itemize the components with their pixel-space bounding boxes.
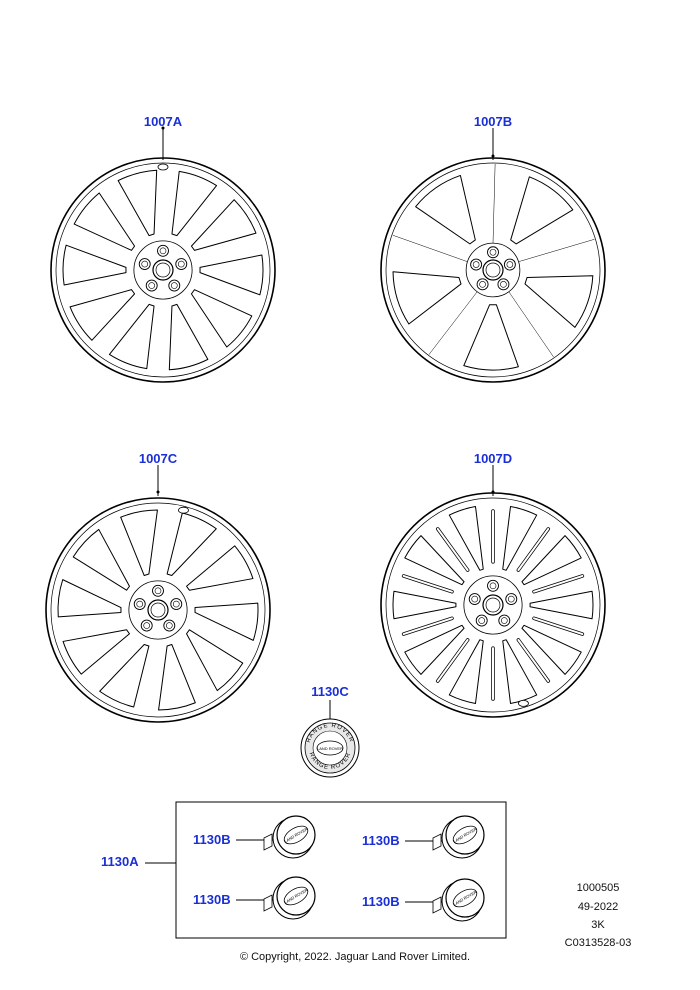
badge-logo-text: LAND ROVER — [317, 746, 343, 751]
info-block: 1000505 49-2022 3K C0313528-03 — [565, 882, 632, 949]
cap-1130b-4[interactable]: 1130B LAND ROVER — [362, 878, 485, 922]
centre-caps: 1130B LAND ROVER 1130B LAND ROVER 1130B … — [193, 815, 485, 922]
copyright-notice: © Copyright, 2022. Jaguar Land Rover Lim… — [240, 951, 470, 963]
badge-1130c[interactable]: 1130C RANGE ROVER RANGE ROVER LAND ROVER — [300, 684, 360, 778]
cap-set-1130a[interactable]: 1130A — [101, 801, 507, 939]
cap-1130b-3[interactable]: 1130B LAND ROVER — [193, 876, 316, 920]
wheel-1007c[interactable]: 1007C — [45, 451, 271, 723]
cap-set-frame — [175, 801, 507, 939]
wheel-1007b[interactable]: 1007B — [380, 114, 606, 383]
callout-1007a[interactable]: 1007A — [144, 114, 183, 129]
wheel-1007d[interactable]: 1007D — [380, 451, 606, 718]
callout-1130b-3[interactable]: 1130B — [193, 892, 231, 907]
wheel-1007d-drawing — [380, 492, 606, 718]
callout-1130b-2[interactable]: 1130B — [362, 833, 400, 848]
wheel-1007a[interactable]: 1007A — [50, 114, 276, 383]
info-line-3: 3K — [591, 919, 605, 931]
callout-1007d[interactable]: 1007D — [474, 451, 512, 466]
cap-1130b-2[interactable]: 1130B LAND ROVER — [362, 815, 485, 859]
callout-1007b[interactable]: 1007B — [474, 114, 512, 129]
callout-1130b-4[interactable]: 1130B — [362, 894, 400, 909]
callout-1130a[interactable]: 1130A — [101, 854, 139, 869]
callout-1130b-1[interactable]: 1130B — [193, 832, 231, 847]
info-line-1: 1000505 — [577, 882, 620, 894]
info-line-4: C0313528-03 — [565, 937, 632, 949]
wheel-1007a-drawing — [50, 157, 276, 383]
callout-1130c[interactable]: 1130C — [311, 684, 349, 699]
callout-1007c[interactable]: 1007C — [139, 451, 178, 466]
wheel-1007b-drawing — [380, 157, 606, 383]
wheel-1007c-drawing — [45, 497, 271, 723]
land-rover-oval-icon — [316, 740, 344, 756]
cap-1130b-1[interactable]: 1130B LAND ROVER — [193, 815, 316, 859]
info-line-2: 49-2022 — [578, 901, 618, 913]
